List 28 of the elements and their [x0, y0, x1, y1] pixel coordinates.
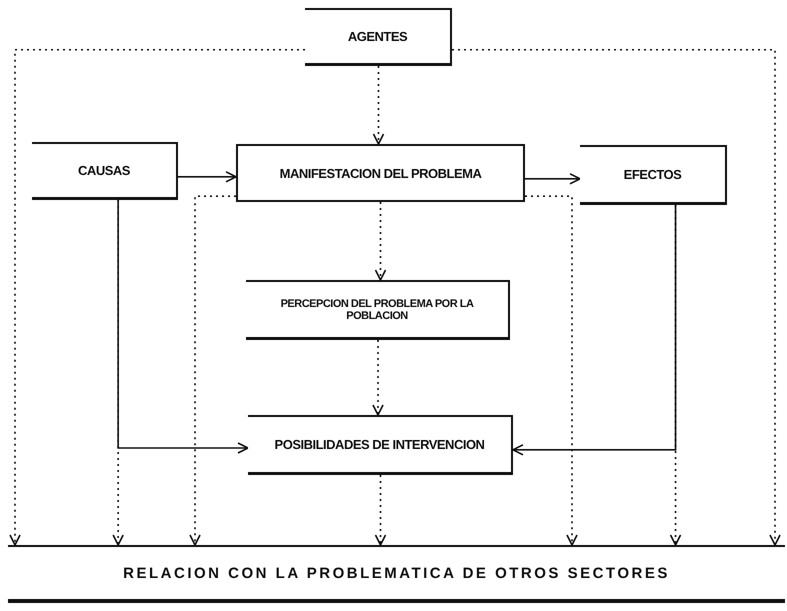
- box-label: EFECTOS: [622, 167, 682, 182]
- footer-band: [8, 545, 785, 603]
- arrow: [9, 48, 305, 546]
- arrow: [372, 66, 384, 145]
- box-label: CAUSAS: [77, 163, 131, 178]
- box-label: AGENTES: [346, 29, 408, 44]
- arrow: [112, 200, 124, 546]
- process-box: [580, 145, 727, 205]
- arrow: [117, 200, 249, 454]
- arrow: [374, 475, 386, 546]
- arrow: [372, 340, 384, 416]
- process-box: [246, 280, 510, 340]
- arrow: [452, 48, 781, 546]
- process-box: [248, 415, 513, 475]
- box-label: MANIFESTACION DEL PROBLEMA: [278, 166, 482, 180]
- arrow: [525, 173, 581, 185]
- process-box: [305, 8, 452, 66]
- process-box: [32, 142, 178, 200]
- arrow: [189, 195, 236, 546]
- process-box: [236, 144, 525, 202]
- arrow: [374, 202, 386, 281]
- box-label: PERCEPCION DEL PROBLEMA POR LA POBLACION: [280, 298, 474, 322]
- band-label: RELACION CON LA PROBLEMATICA DE OTROS SECTORES: [123, 564, 670, 582]
- arrow: [670, 205, 682, 546]
- arrow: [525, 195, 578, 546]
- box-label: POSIBILIDADES DE INTERVENCION: [274, 437, 486, 452]
- arrow: [178, 171, 237, 183]
- arrow: [512, 205, 676, 456]
